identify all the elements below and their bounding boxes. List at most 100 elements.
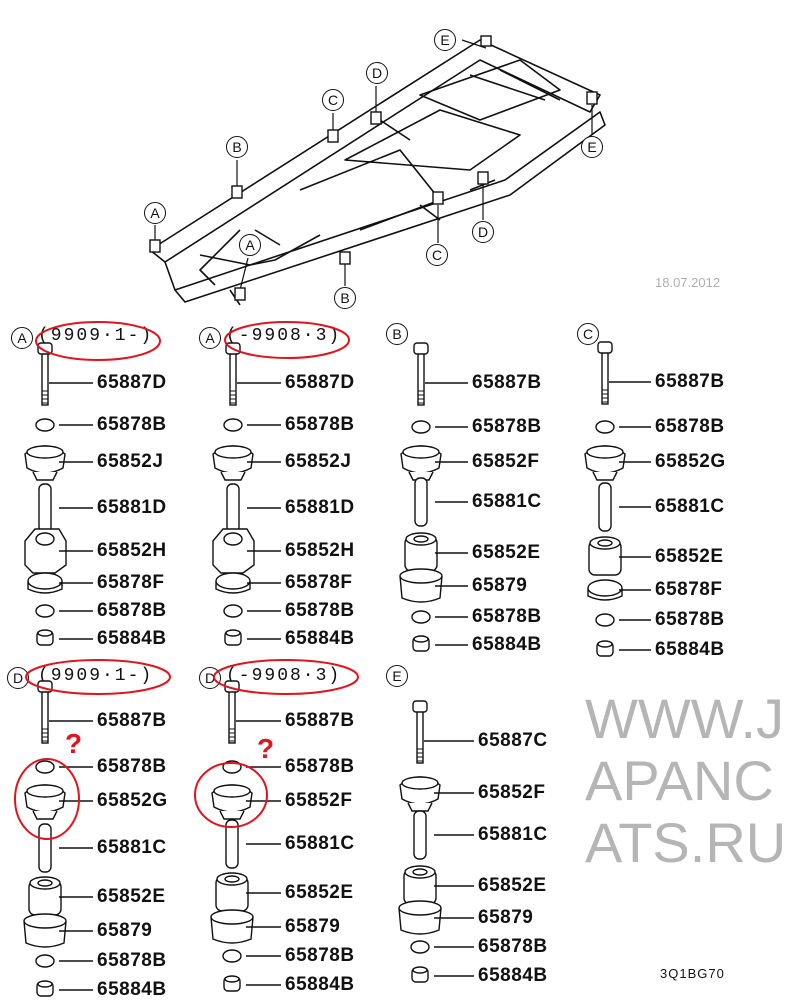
question-mark: ? — [65, 728, 83, 759]
part-collar-icon — [413, 810, 427, 860]
part-washer-icon — [595, 420, 615, 434]
part-number-label: 65852E — [97, 886, 166, 907]
watermark: WWW.JAPANCATS.RU — [585, 687, 787, 874]
part-lowercush-icon — [28, 876, 62, 916]
part-number-label: 65852E — [285, 882, 354, 903]
part-number-label: 65878B — [472, 606, 542, 627]
part-number-label: 65878B — [478, 936, 548, 957]
part-number-label: 65887D — [97, 372, 167, 393]
part-cushion-icon — [399, 776, 441, 812]
part-number-label: 65887C — [478, 730, 548, 751]
part-number-label: 65852H — [285, 540, 355, 561]
part-lowercush-icon — [215, 872, 249, 912]
part-washer-icon — [35, 418, 55, 432]
red-highlight-circle — [14, 758, 80, 840]
part-number-label: 65878B — [285, 756, 355, 777]
part-lowercush-icon — [403, 865, 437, 905]
part-cup-icon — [399, 568, 443, 603]
part-cushion-icon — [400, 445, 442, 481]
part-number-label: 65878B — [97, 756, 167, 777]
question-mark: ? — [257, 733, 275, 764]
part-cushion-icon — [584, 445, 626, 481]
part-nut-icon — [412, 635, 430, 652]
part-lowercush-icon — [588, 536, 622, 576]
red-highlight-ellipse — [224, 321, 350, 359]
part-cushion-icon — [212, 445, 254, 481]
part-nut-icon — [411, 966, 429, 983]
part-washer-icon — [223, 418, 243, 432]
part-number-label: 65879 — [478, 907, 534, 928]
chassis-frame-illustration — [149, 35, 606, 306]
frame-callout-c: C — [426, 244, 448, 266]
part-number-label: 65879 — [97, 920, 153, 941]
part-number-label: 65878B — [472, 416, 542, 437]
part-bolt-icon — [37, 342, 53, 406]
group-header-d2: (-9908·3) — [226, 666, 342, 686]
part-washer-icon — [223, 604, 243, 618]
part-nut-icon — [596, 640, 614, 657]
part-number-label: 65887B — [97, 710, 167, 731]
frame-callout-c: C — [322, 89, 344, 111]
part-number-label: 65884B — [478, 965, 548, 986]
date-stamp: 18.07.2012 — [655, 275, 721, 290]
frame-callout-a: A — [144, 202, 166, 224]
group-letter-a2: A — [199, 327, 221, 349]
part-number-label: 65881C — [655, 496, 725, 517]
part-washer-icon — [222, 949, 242, 963]
part-bolt-icon — [412, 700, 428, 764]
part-number-label: 65852J — [97, 451, 164, 472]
part-number-label: 65852H — [97, 540, 167, 561]
part-washer-icon — [35, 604, 55, 618]
part-cushion-icon — [24, 784, 66, 820]
part-number-label: 65887B — [472, 372, 542, 393]
part-bolt-icon — [413, 342, 429, 406]
group-letter-e: E — [386, 665, 408, 687]
part-disc-icon — [215, 572, 251, 594]
part-number-label: 65887B — [655, 371, 725, 392]
group-header-d1: (9909·1-) — [38, 666, 154, 686]
frame-callout-d: D — [366, 62, 388, 84]
part-number-label: 65878B — [97, 950, 167, 971]
red-highlight-ellipse — [35, 321, 161, 361]
diagram-code: 3Q1BG70 — [660, 966, 725, 981]
part-number-label: 65878B — [97, 600, 167, 621]
part-number-label: 65852E — [472, 542, 541, 563]
part-number-label: 65879 — [285, 916, 341, 937]
group-letter-d1: D — [7, 667, 29, 689]
part-number-label: 65884B — [285, 628, 355, 649]
part-number-label: 65852G — [655, 451, 726, 472]
part-number-label: 65881D — [97, 497, 167, 518]
part-nut-icon — [36, 980, 54, 997]
part-number-label: 65884B — [97, 979, 167, 1000]
red-highlight-ellipse — [25, 659, 171, 695]
part-number-label: 65884B — [472, 634, 542, 655]
part-number-label: 65852G — [97, 790, 168, 811]
part-number-label: 65881C — [472, 491, 542, 512]
part-cup-icon — [398, 900, 442, 935]
red-highlight-circle — [194, 762, 268, 828]
part-cushion-icon — [24, 445, 66, 481]
red-highlight-ellipse — [213, 659, 359, 695]
group-letter-c: C — [577, 323, 599, 345]
part-number-label: 65852E — [478, 875, 547, 896]
part-number-label: 65878F — [285, 572, 353, 593]
part-number-label: 65887B — [285, 710, 355, 731]
part-number-label: 65852F — [472, 451, 540, 472]
part-nut-icon — [223, 975, 241, 992]
part-nut-icon — [36, 629, 54, 646]
part-number-label: 65884B — [285, 974, 355, 995]
part-number-label: 65887D — [285, 372, 355, 393]
part-collar-icon — [38, 823, 52, 873]
part-number-label: 65878F — [655, 579, 723, 600]
group-letter-b: B — [386, 323, 408, 345]
part-number-label: 65852E — [655, 546, 724, 567]
part-collar-icon — [598, 482, 612, 532]
part-hexblock-icon — [212, 528, 255, 574]
part-number-label: 65881C — [285, 833, 355, 854]
part-cup-icon — [210, 909, 254, 944]
part-number-label: 65852F — [478, 782, 546, 803]
part-disc-icon — [587, 579, 623, 601]
part-number-label: 65878F — [97, 572, 165, 593]
part-washer-icon — [411, 420, 431, 434]
